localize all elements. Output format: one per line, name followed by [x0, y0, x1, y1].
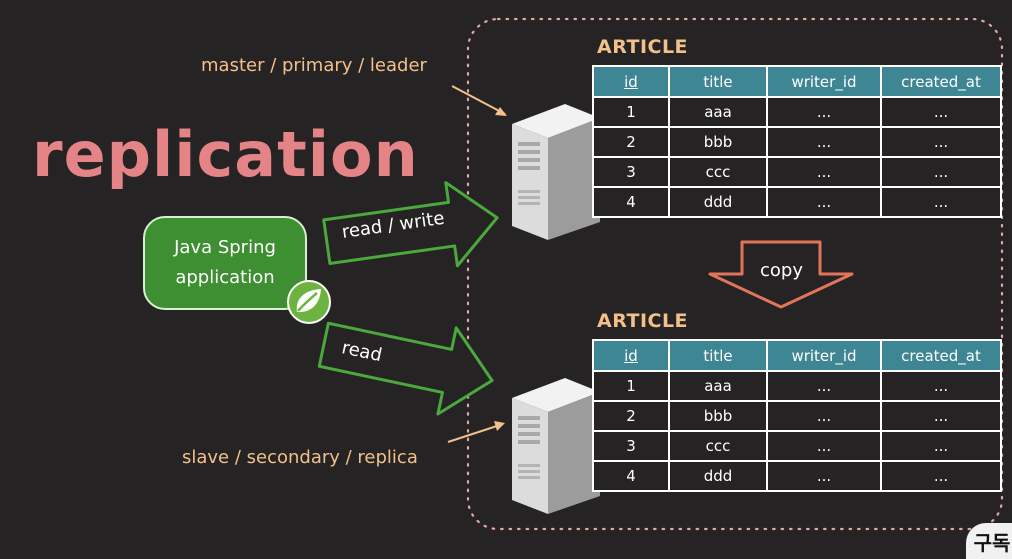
article-table-replica: id title writer_id created_at 1 aaa ... … [592, 339, 1002, 492]
table-name-replica: ARTICLE [597, 310, 689, 332]
cell: ... [766, 400, 882, 432]
table-name-master: ARTICLE [597, 36, 689, 58]
cell: bbb [668, 400, 768, 432]
cell: 3 [592, 156, 670, 188]
cell: 3 [592, 430, 670, 462]
master-pointer-head [495, 107, 507, 116]
table-row: 2 bbb ... ... [592, 126, 1002, 158]
cell: ... [880, 126, 1002, 158]
cell: 2 [592, 400, 670, 432]
subscribe-button[interactable]: 구독 [966, 523, 1012, 559]
app-label-line2: application [175, 267, 275, 288]
app-label-line1: Java Spring [174, 237, 276, 258]
table-header-row: id title writer_id created_at [592, 339, 1002, 372]
column-header: writer_id [766, 339, 882, 372]
cell: bbb [668, 126, 768, 158]
cell: ... [880, 400, 1002, 432]
cell: 1 [592, 370, 670, 402]
cell: ddd [668, 460, 768, 492]
cell: aaa [668, 96, 768, 128]
cell: ccc [668, 156, 768, 188]
cell: ... [766, 460, 882, 492]
server-icon [512, 378, 600, 514]
cell: ... [880, 430, 1002, 462]
cell: 4 [592, 460, 670, 492]
cell: ... [766, 186, 882, 218]
spring-leaf-icon [287, 280, 331, 324]
cell: aaa [668, 370, 768, 402]
cell: ... [880, 96, 1002, 128]
column-header: writer_id [766, 65, 882, 98]
table-row: 3 ccc ... ... [592, 156, 1002, 188]
cell: ... [766, 156, 882, 188]
slave-pointer-line [447, 423, 504, 443]
table-header-row: id title writer_id created_at [592, 65, 1002, 98]
database-region-boundary [466, 17, 1004, 531]
cell: ... [766, 370, 882, 402]
page-title: replication [32, 118, 419, 191]
master-pointer-line [451, 85, 506, 115]
table-row: 3 ccc ... ... [592, 430, 1002, 462]
cell: ddd [668, 186, 768, 218]
server-icon [512, 104, 600, 240]
column-header: created_at [880, 65, 1002, 98]
table-row: 4 ddd ... ... [592, 460, 1002, 492]
cell: 4 [592, 186, 670, 218]
article-table-master: id title writer_id created_at 1 aaa ... … [592, 65, 1002, 218]
table-row: 1 aaa ... ... [592, 370, 1002, 402]
cell: ... [880, 186, 1002, 218]
cell: ... [880, 460, 1002, 492]
copy-arrow [708, 240, 854, 309]
cell: ... [766, 96, 882, 128]
cell: ... [766, 126, 882, 158]
cell: 2 [592, 126, 670, 158]
cell: 1 [592, 96, 670, 128]
copy-label: copy [760, 260, 803, 281]
cell: ... [880, 370, 1002, 402]
table-row: 4 ddd ... ... [592, 186, 1002, 218]
slave-label: slave / secondary / replica [182, 447, 418, 468]
slave-pointer-head [494, 421, 505, 431]
column-header: id [592, 339, 670, 372]
column-header: title [668, 65, 768, 98]
column-header: id [592, 65, 670, 98]
java-spring-app-box: Java Spring application [143, 216, 307, 310]
cell: ... [880, 156, 1002, 188]
table-row: 1 aaa ... ... [592, 96, 1002, 128]
read-write-arrow [322, 181, 499, 268]
read-arrow [317, 321, 494, 416]
cell: ... [766, 430, 882, 462]
column-header: title [668, 339, 768, 372]
column-header: created_at [880, 339, 1002, 372]
master-label: master / primary / leader [201, 55, 427, 76]
table-row: 2 bbb ... ... [592, 400, 1002, 432]
cell: ccc [668, 430, 768, 462]
